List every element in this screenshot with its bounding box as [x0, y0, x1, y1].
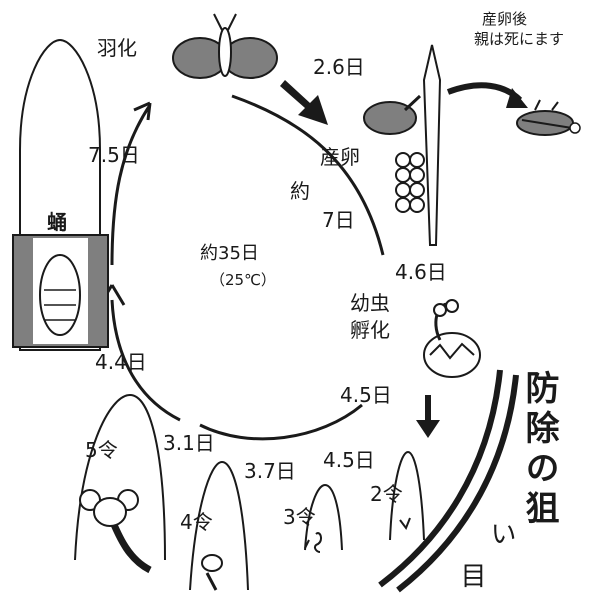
label-egg-laying-days: 2.6日 [313, 55, 365, 79]
label-pupa: 蛹 [47, 210, 67, 234]
label-after-laying-1: 産卵後 [482, 10, 528, 28]
egg-laying-arrow [280, 80, 328, 125]
leaf-2nd-instar [389, 450, 425, 541]
hatching-larva-icon [423, 299, 481, 378]
dead-moth-icon [516, 99, 581, 136]
label-after-laying-2: 親は死にます [474, 30, 565, 48]
instar2-arrow [416, 395, 440, 438]
label-egg-laying: 産卵 [320, 145, 360, 169]
adult-moth-icon [172, 13, 278, 79]
label-third-days: 3.7日 [244, 459, 296, 483]
larva-2nd-icon [399, 517, 411, 531]
label-fourth-days: 3.1日 [163, 431, 215, 455]
leaf-5th-instar [74, 393, 166, 561]
cycle-arc-upper-left [110, 104, 152, 266]
arrowhead-upper [133, 101, 152, 121]
cycle-arc-left [110, 299, 181, 422]
leaf-4th-instar [189, 460, 249, 591]
label-control-target-3: 目 [456, 562, 486, 588]
label-cycle-temp: （25℃） [210, 271, 276, 289]
control-target-line-outer [378, 369, 503, 588]
cycle-arc-top [231, 94, 385, 256]
cycle-arc-right [199, 403, 363, 441]
label-instar4: 4令 [180, 510, 213, 534]
label-cycle-total: 約35日 [200, 243, 259, 264]
label-control-target-1: 防除の狙 [519, 370, 559, 530]
egg-leaf-icon [363, 44, 442, 246]
label-hatch-1: 幼虫 [350, 291, 390, 315]
label-pupa-days: 7.5日 [88, 143, 140, 167]
control-target-line-inner [396, 374, 519, 593]
label-instar5: 5令 [85, 438, 118, 462]
label-approx: 約 [290, 179, 310, 203]
label-hatch-2: 孵化 [350, 318, 390, 342]
larva-3rd-icon [304, 532, 323, 553]
death-arrowhead [506, 88, 528, 108]
larva-5th-icon [79, 489, 152, 574]
label-instar3: 3令 [283, 505, 316, 529]
label-hatch-days: 4.6日 [395, 260, 447, 284]
label-seven-days: 7日 [322, 208, 355, 232]
label-second-days-a: 4.5日 [340, 383, 392, 407]
pupa-icon [12, 38, 109, 351]
label-instar2: 2令 [370, 482, 403, 506]
larva-4th-icon [201, 554, 223, 591]
leaf-3rd-instar [304, 483, 343, 551]
label-fifth-days: 4.4日 [95, 350, 147, 374]
label-emergence: 羽化 [97, 36, 137, 60]
label-control-target-2: い [486, 520, 516, 546]
label-second-days-b: 4.5日 [323, 448, 375, 472]
